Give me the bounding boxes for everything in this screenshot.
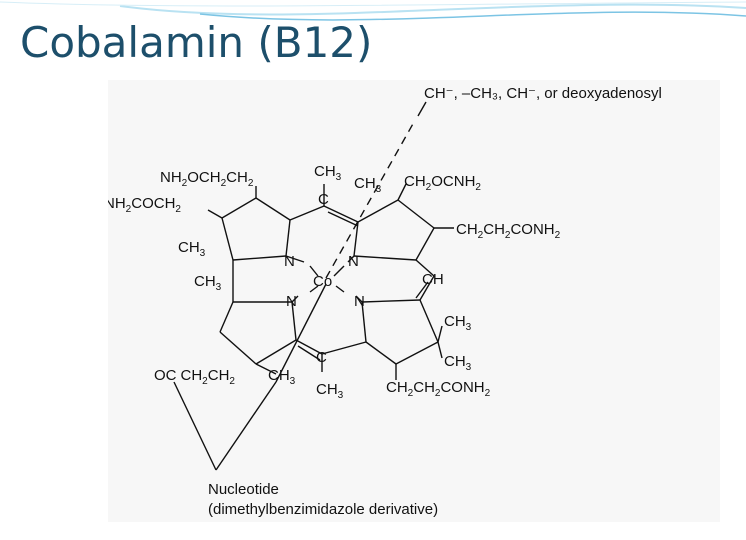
bridge-carbon-bottom: C <box>316 349 327 366</box>
substituent-ch3-upper-right: CH3 <box>354 175 382 195</box>
substituent-ch3-left-2: CH3 <box>194 273 222 293</box>
page-title: Cobalamin (B12) <box>20 18 373 67</box>
substituent-ch3-right-2: CH3 <box>444 353 472 373</box>
nucleotide-label: Nucleotide <box>208 481 279 498</box>
nitrogen-label-a: N <box>284 253 295 270</box>
cobalt-atom-label: Co <box>313 273 332 290</box>
cobalamin-structure-diagram: CH⁻, –CH₃, CH⁻, or deoxyadenosyl Co N N … <box>104 85 662 518</box>
substituent-ch3-right-1: CH3 <box>444 313 472 333</box>
substituent-ch3-bottom-2: CH3 <box>316 381 344 401</box>
substituent-ch2ocnh2: CH2OCNH2 <box>404 173 481 193</box>
substituent-ch3-left-1: CH3 <box>178 239 206 259</box>
bridge-carbon-right: CH <box>422 271 444 288</box>
header-swoosh-decoration <box>0 1 746 21</box>
substituent-ch3-bottom-1: CH3 <box>268 367 296 387</box>
axial-bond-dashed <box>325 121 415 279</box>
nitrogen-label-c: N <box>286 293 297 310</box>
substituent-nh2och2ch2: NH2OCH2CH2 <box>160 169 254 189</box>
axial-ligand-label: CH⁻, –CH₃, CH⁻, or deoxyadenosyl <box>424 85 662 102</box>
substituent-ch2ch2conh2-bottom: CH2CH2CONH2 <box>386 379 491 399</box>
nitrogen-label-b: N <box>348 253 359 270</box>
nucleotide-description: (dimethylbenzimidazole derivative) <box>208 501 438 518</box>
bridge-carbon-top: C <box>318 191 329 208</box>
substituent-ch3-top: CH3 <box>314 163 342 183</box>
substituent-nh2coch2: NH2COCH2 <box>108 195 181 215</box>
substituent-ch2ch2conh2-right: CH2CH2CONH2 <box>456 221 561 241</box>
nitrogen-label-d: N <box>354 293 365 310</box>
cobalamin-structure-figure: CH⁻, –CH₃, CH⁻, or deoxyadenosyl Co N N … <box>104 80 720 522</box>
